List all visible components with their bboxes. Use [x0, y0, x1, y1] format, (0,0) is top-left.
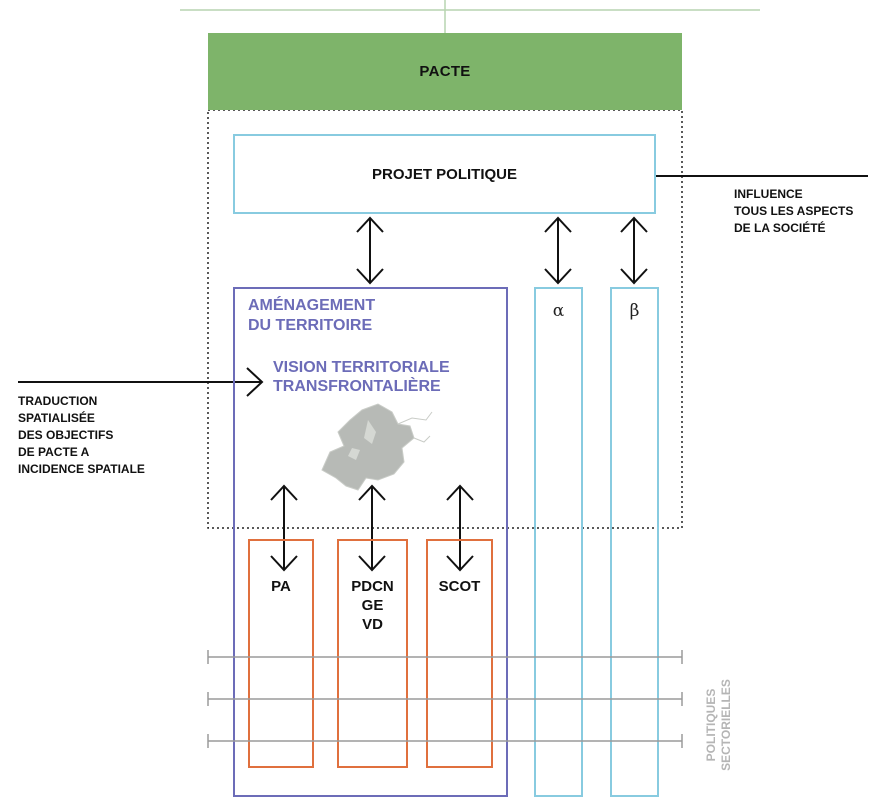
pdcn-box — [337, 539, 408, 768]
traduction-annotation: TRADUCTION SPATIALISÉE DES OBJECTIFS DE … — [18, 394, 145, 476]
pacte-bar: PACTE — [208, 33, 682, 110]
alpha-column — [534, 287, 583, 797]
scot-box — [426, 539, 493, 768]
arrow-traduction — [18, 367, 264, 397]
double-arrow-vision-pdcn — [358, 484, 386, 572]
scot-label: SCOT — [438, 578, 481, 595]
beta-label: β — [629, 301, 640, 321]
influence-annotation: INFLUENCE TOUS LES ASPECTS DE LA SOCIÉTÉ — [734, 187, 854, 235]
politiques-sectorielles-label: POLITIQUES SECTORIELLES — [704, 679, 733, 771]
double-arrow-projet-beta — [620, 216, 648, 285]
geneva-region-map — [321, 403, 433, 491]
pdcn-label: PDCN GE VD — [351, 578, 394, 633]
projet-politique-label: PROJET POLITIQUE — [371, 165, 518, 183]
pa-label: PA — [271, 578, 291, 595]
amenagement-title: AMÉNAGEMENT DU TERRITOIRE — [248, 297, 376, 334]
pacte-scope-dotted — [207, 109, 683, 529]
pa-box — [248, 539, 314, 768]
double-arrow-projet-alpha — [544, 216, 572, 285]
double-arrow-vision-pa — [270, 484, 298, 572]
beta-column — [610, 287, 659, 797]
vision-title: VISION TERRITORIALE TRANSFRONTALIÈRE — [273, 359, 450, 395]
projet-politique-box: PROJET POLITIQUE — [233, 134, 656, 214]
double-arrow-vision-scot — [446, 484, 474, 572]
pacte-label: PACTE — [419, 63, 471, 80]
double-arrow-projet-amenagement — [356, 216, 384, 285]
alpha-label: α — [552, 301, 565, 321]
